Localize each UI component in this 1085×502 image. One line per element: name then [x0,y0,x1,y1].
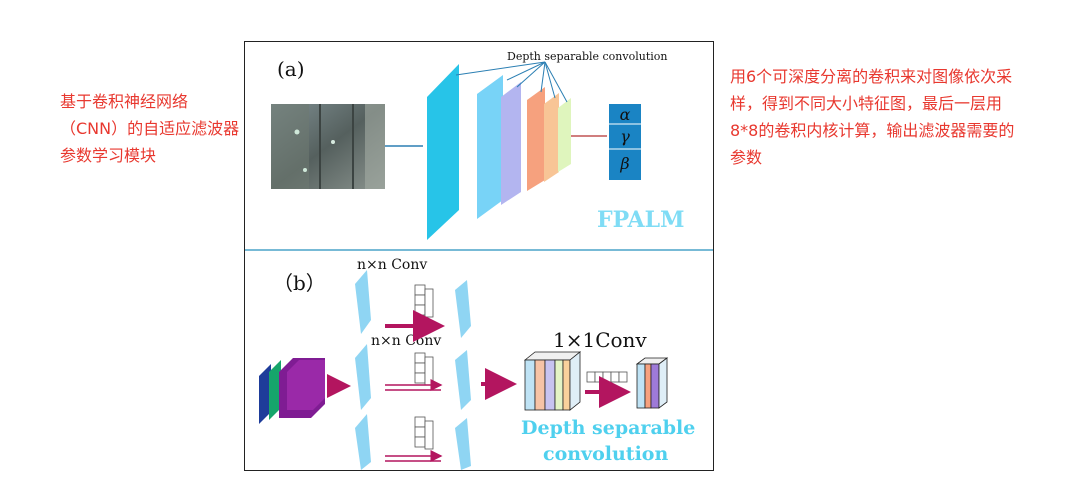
right-annotation: 用6个可深度分离的卷积来对图像依次采样，得到不同大小特征图，最后一层用8*8的卷… [730,67,1015,167]
output-parameters: α γ β [609,104,641,180]
panel-b-label: （b） [273,271,326,295]
panel-a-label: (a) [277,57,305,81]
fpalm-label: FPALM [597,207,684,233]
param-beta: β [619,154,629,173]
pointwise-output-stack [635,357,669,409]
depth-separable-callout: Depth separable convolution [507,50,667,63]
conv-block-5 [544,93,559,182]
conv-block-4 [527,87,545,191]
callout-lines [455,61,568,103]
caption-line-1: Depth separable [521,417,695,439]
conv-block-1 [427,64,459,240]
architecture-diagram: (a) Depth separable convolution α γ [245,50,713,470]
architecture-figure: (a) Depth separable convolution α γ [244,41,714,471]
depthwise-input-slabs [355,270,371,470]
pointwise-kernel [586,371,628,383]
param-alpha: α [620,105,631,124]
caption-line-2: convolution [543,443,668,465]
left-annotation: 基于卷积神经网络（CNN）的自适应滤波器参数学习模块 [60,92,240,165]
conv-block-3 [501,82,521,205]
param-gamma: γ [620,127,630,146]
pointwise-input-stack [523,351,582,411]
conv-block-2 [477,75,503,219]
input-feature-stack [259,358,325,424]
input-image [271,104,385,189]
conv-mid-label: n×n Conv [371,333,441,349]
kernel-cubes [414,284,434,450]
depthwise-arrows [385,310,445,462]
conv-1x1-label: 1×1Conv [553,328,647,352]
conv-top-label: n×n Conv [357,257,427,273]
conv-block-6 [558,98,571,172]
depthwise-output-slabs [455,280,471,470]
